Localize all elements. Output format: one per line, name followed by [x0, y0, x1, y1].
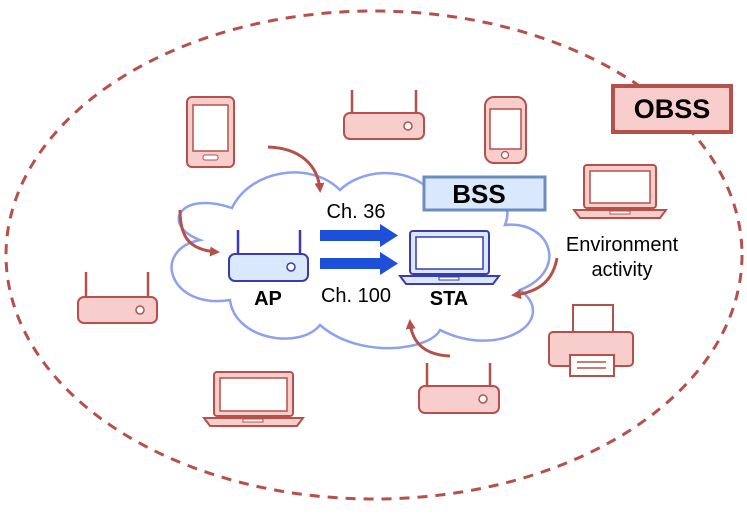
- channel-arrow-bottom: [320, 252, 398, 275]
- environment-label-line1: Environment: [566, 234, 679, 256]
- activity-arrow: [405, 319, 451, 358]
- bss-label-box: BSS: [422, 175, 547, 212]
- sta-label: STA: [430, 288, 469, 310]
- bss-label: BSS: [452, 179, 505, 209]
- activity-arrow: [511, 257, 559, 300]
- channel-arrow-top: [320, 224, 398, 247]
- channel-bottom-label: Ch. 100: [321, 285, 391, 307]
- laptop-icon: [202, 371, 305, 427]
- activity-arrow: [267, 145, 325, 193]
- router-icon: [343, 90, 425, 140]
- router-icon: [418, 363, 500, 414]
- laptop-icon: [572, 164, 668, 219]
- obss-boundary: [4, 9, 744, 501]
- obss-label: OBSS: [634, 94, 711, 124]
- sta-laptop-icon: [398, 230, 501, 285]
- channel-top-label: Ch. 36: [327, 201, 386, 223]
- ap-router-icon: [228, 230, 309, 282]
- obss-label-box: OBSS: [611, 84, 733, 134]
- ap-label: AP: [254, 288, 282, 310]
- environment-label-line2: activity: [591, 259, 652, 281]
- activity-arrow: [178, 209, 220, 257]
- phone-icon: [186, 96, 235, 168]
- router-icon: [77, 272, 158, 324]
- printer-icon: [548, 304, 634, 377]
- smartphone-icon: [484, 96, 527, 164]
